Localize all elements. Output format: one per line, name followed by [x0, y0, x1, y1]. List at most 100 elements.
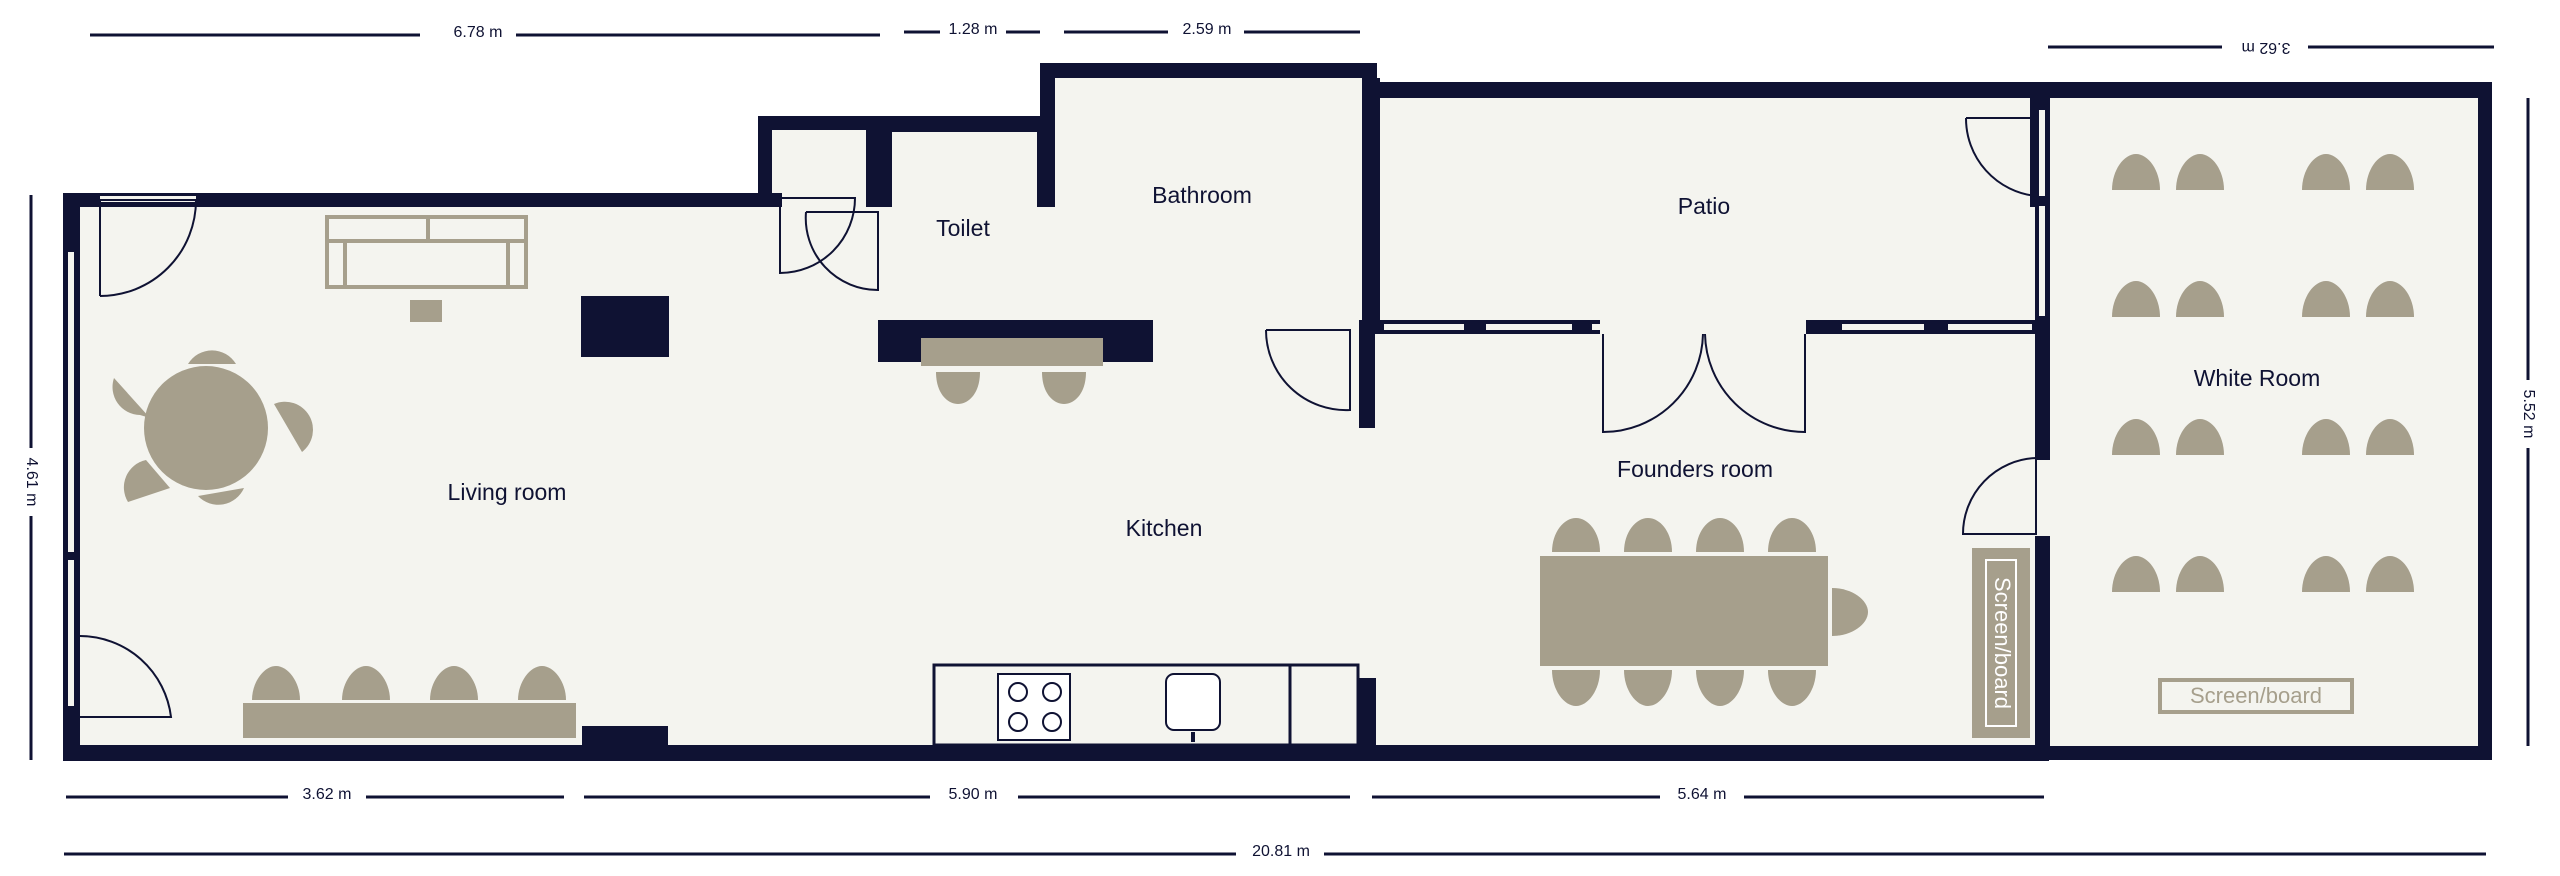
white-room-chair: [2302, 154, 2350, 190]
white-room-chair: [2302, 419, 2350, 455]
burner-1: [1008, 682, 1028, 702]
door-toilet-inner-icon: [804, 211, 879, 292]
kitchen-furniture: [878, 320, 1360, 747]
founders-table: [1540, 556, 1828, 666]
floor-patio: [1380, 98, 2030, 320]
room-label-bathroom: Bathroom: [1152, 182, 1252, 208]
round-chair-left: [112, 378, 150, 418]
bench-chair-4: [518, 666, 566, 700]
kitchen-counter: [932, 663, 1360, 747]
bar-stool-left: [936, 372, 980, 404]
dim-label-top-bathroom: 2.59 m: [1183, 21, 1232, 38]
room-label-founders-room: Founders room: [1617, 456, 1773, 482]
white-room-chair: [2176, 556, 2224, 592]
wall-kitchen-stub: [1359, 320, 1375, 428]
room-label-living-room: Living room: [448, 479, 567, 505]
stove-icon: [997, 673, 1071, 741]
wall-bottom-notch: [582, 726, 668, 746]
founders-chair-top-3: [1696, 518, 1744, 552]
white-room-chair: [2176, 419, 2224, 455]
burner-2: [1042, 682, 1062, 702]
window-white-room-2: [2039, 206, 2045, 316]
white-room-chair: [2112, 556, 2160, 592]
window-strip-1: [1384, 324, 1464, 330]
floor-white-room: [2050, 98, 2478, 746]
white-room-chair: [2366, 281, 2414, 317]
dim-label-total-width: 20.81 m: [1252, 843, 1310, 860]
founders-chair-bottom-1: [1552, 670, 1600, 706]
door-bathroom-icon: [1264, 329, 1351, 412]
white-room-chair: [2366, 154, 2414, 190]
burner-4: [1042, 712, 1062, 732]
room-label-toilet: Toilet: [936, 215, 990, 241]
dim-label-top-living: 6.78 m: [454, 24, 503, 41]
window-strip-4: [1842, 324, 1924, 330]
white-room-chair: [2176, 281, 2224, 317]
dim-label-top-toilet: 1.28 m: [949, 21, 998, 38]
window-strip-5: [1948, 324, 2032, 330]
screen-board-horizontal: [2158, 678, 2354, 714]
window-left-2: [68, 560, 74, 706]
wall-bathroom-patio: [1362, 78, 1380, 334]
bench-chair-2: [342, 666, 390, 700]
bench-chair-3: [430, 666, 478, 700]
founders-chair-end: [1832, 588, 1868, 636]
dim-label-bottom-living: 3.62 m: [303, 786, 352, 803]
door-patio-icon: [1964, 117, 2037, 198]
bar-stool-right: [1042, 372, 1086, 404]
screen-board-vertical: [1972, 548, 2030, 738]
room-label-white-room: White Room: [2194, 365, 2321, 391]
white-room-chair: [2366, 419, 2414, 455]
cabinet-block: [581, 296, 669, 357]
screen-board-horizontal-label: Screen/board: [2190, 683, 2322, 708]
round-table: [144, 366, 268, 490]
round-chair-lower-left: [123, 460, 170, 502]
floor-toilet: [892, 132, 1037, 320]
white-room-chair: [2112, 419, 2160, 455]
door-living-bottom-icon: [79, 635, 173, 718]
doorway-founders: [1600, 320, 1806, 334]
founders-chair-bottom-3: [1696, 670, 1744, 706]
wall-kitchen-right: [1358, 678, 1376, 746]
door-founders-right-icon: [1704, 333, 1806, 434]
white-room-chair: [2302, 281, 2350, 317]
room-label-patio: Patio: [1678, 193, 1730, 219]
dim-label-top-white-room: 3.62 m: [2242, 39, 2291, 56]
founders-chair-bottom-2: [1624, 670, 1672, 706]
founders-chair-top-1: [1552, 518, 1600, 552]
dim-label-right-height: 5.52 m: [2520, 390, 2537, 439]
doors: [79, 117, 2037, 718]
window-left-1: [68, 252, 74, 552]
bench-chair-1: [252, 666, 300, 700]
white-room-chair: [2112, 154, 2160, 190]
dim-label-left-height: 4.61 m: [23, 458, 40, 507]
founders-chair-top-2: [1624, 518, 1672, 552]
dim-label-bottom-founders: 5.64 m: [1678, 786, 1727, 803]
floor-bathroom: [1055, 78, 1362, 320]
door-toilet-icon: [779, 197, 857, 275]
screen-board-vertical-label: Screen/board: [1990, 577, 2015, 709]
living-room-furniture: [112, 215, 576, 738]
founders-room-furniture: [1540, 518, 2030, 738]
kitchen-bar: [921, 338, 1103, 366]
dim-label-bottom-kitchen: 5.90 m: [949, 786, 998, 803]
living-bench: [243, 703, 576, 738]
founders-chair-bottom-4: [1768, 670, 1816, 706]
sink-icon: [1165, 673, 1221, 731]
door-gap-white-room: [2035, 460, 2050, 536]
doorway-closet: [782, 193, 866, 207]
window-strip-2: [1486, 324, 1572, 330]
dimension-lines: 6.78 m 1.28 m 2.59 m 3.62 m 4.61 m 5.52 …: [23, 21, 2537, 860]
round-chair-bottom: [198, 488, 244, 505]
door-founders-left-icon: [1602, 333, 1704, 434]
floor-closet: [772, 130, 866, 193]
burner-3: [1008, 712, 1028, 732]
door-white-room-icon: [1961, 457, 2037, 535]
room-label-kitchen: Kitchen: [1126, 515, 1203, 541]
wall-founders-white: [2035, 98, 2050, 746]
window-white-room-1: [2039, 110, 2045, 196]
white-room-chair: [2112, 281, 2160, 317]
white-room-chair: [2366, 556, 2414, 592]
doorway-bathroom: [1264, 320, 1357, 334]
